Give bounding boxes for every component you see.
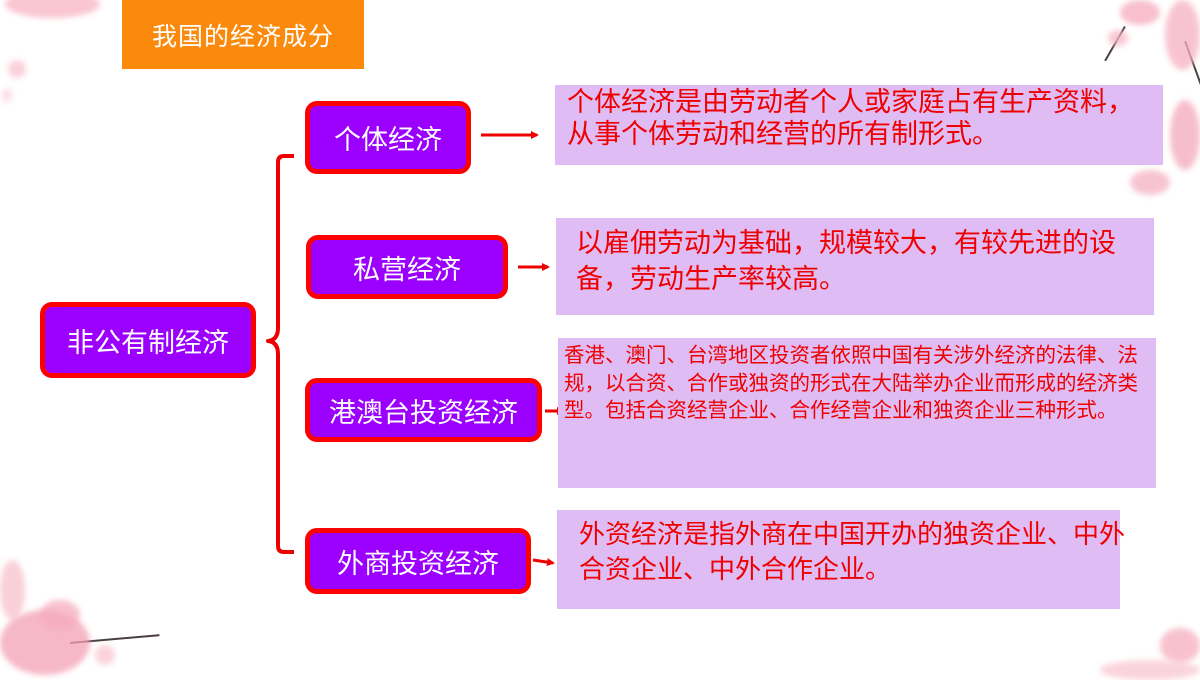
bracket-icon xyxy=(266,154,294,554)
node-label: 私营经济 xyxy=(353,254,461,286)
desc-private-economy: 以雇佣劳动为基础，规模较大，有较先进的设备，劳动生产率较高。 xyxy=(556,218,1154,315)
node-label: 个体经济 xyxy=(334,125,442,156)
node-individual-economy: 个体经济 xyxy=(305,101,471,174)
node-hk-macao-taiwan-investment: 港澳台投资经济 xyxy=(305,378,542,442)
root-node-non-public-economy: 非公有制经济 xyxy=(40,302,256,378)
desc-text: 香港、澳门、台湾地区投资者依照中国有关涉外经济的法律、法规，以合资、合作或独资的… xyxy=(564,343,1138,422)
desc-individual-economy: 个体经济是由劳动者个人或家庭占有生产资料，从事个体劳动和经营的所有制形式。 xyxy=(555,85,1163,165)
node-private-economy: 私营经济 xyxy=(306,235,508,299)
node-label: 外商投资经济 xyxy=(337,548,499,580)
slide-title: 我国的经济成分 xyxy=(122,0,364,69)
desc-hk-macao-taiwan-investment: 香港、澳门、台湾地区投资者依照中国有关涉外经济的法律、法规，以合资、合作或独资的… xyxy=(558,338,1156,488)
node-label: 港澳台投资经济 xyxy=(329,397,518,429)
desc-text: 个体经济是由劳动者个人或家庭占有生产资料，从事个体劳动和经营的所有制形式。 xyxy=(567,87,1134,150)
node-foreign-investment: 外商投资经济 xyxy=(305,528,531,594)
root-node-label: 非公有制经济 xyxy=(67,327,229,359)
desc-foreign-investment: 外资经济是指外商在中国开办的独资企业、中外合资企业、中外合作企业。 xyxy=(557,510,1125,609)
desc-text: 外资经济是指外商在中国开办的独资企业、中外合资企业、中外合作企业。 xyxy=(579,520,1126,585)
arrow-icon xyxy=(532,558,555,567)
desc-text: 以雇佣劳动为基础，规模较大，有较先进的设备，劳动生产率较高。 xyxy=(576,228,1116,295)
